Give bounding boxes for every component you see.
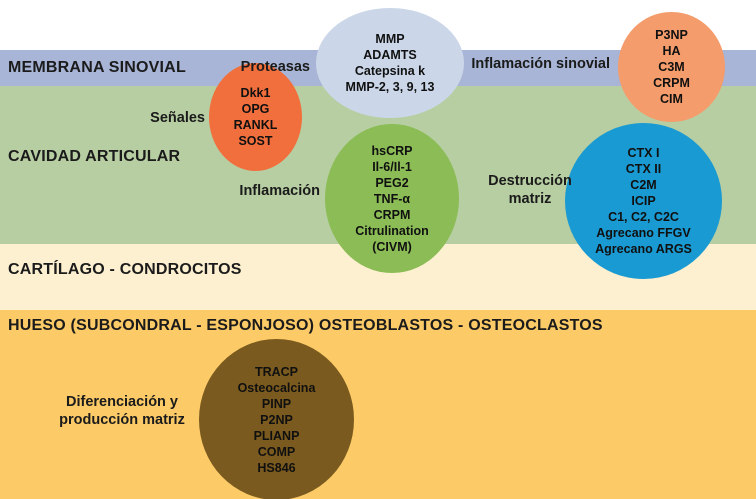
senales-bubble: Dkk1 OPG RANKL SOST (209, 63, 302, 171)
marker-item: ADAMTS (363, 48, 417, 62)
marker-item: Agrecano ARGS (595, 242, 692, 256)
marker-item: HS846 (257, 460, 296, 475)
proteasas-bubble: MMP ADAMTS Catepsina k MMP-2, 3, 9, 13 (316, 8, 464, 118)
marker-item: CIM (660, 92, 683, 106)
marker-item: TRACP (254, 364, 299, 379)
marker-item: CRPM (373, 207, 411, 222)
marker-item: Dkk1 (240, 86, 271, 100)
band-hueso (0, 310, 756, 499)
destruccion-matriz-bubble: CTX I CTX II C2M ICIP C1, C2, C2C Agreca… (565, 123, 722, 279)
diferenciacion-label: Diferenciación y producción matriz (59, 394, 185, 429)
marker-item: (CIVM) (372, 239, 412, 254)
marker-item: PLIANP (253, 428, 300, 443)
proteasas-label: Proteasas (240, 59, 310, 75)
marker-item: ICIP (631, 194, 656, 208)
marker-item: PEG2 (375, 175, 409, 190)
band-label-cavidad-articular: CAVIDAD ARTICULAR (8, 148, 181, 165)
band-label-cartilago-condrocitos: CARTÍLAGO - CONDROCITOS (8, 261, 242, 278)
marker-item: CTX II (625, 162, 662, 176)
inflamacion-sinovial-label: Inflamación sinovial (471, 56, 610, 72)
diferenciacion-bubble: TRACP Osteocalcina PINP P2NP PLIANP COMP… (199, 339, 354, 499)
marker-item: OPG (241, 102, 270, 116)
band-label-membrana-sinovial: MEMBRANA SINOVIAL (8, 59, 186, 76)
marker-item: hsCRP (371, 143, 413, 158)
marker-item: Osteocalcina (237, 380, 316, 395)
marker-item: C2M (630, 178, 657, 192)
marker-item: MMP-2, 3, 9, 13 (345, 80, 435, 94)
marker-item: COMP (257, 444, 296, 459)
marker-item: MMP (375, 32, 405, 46)
inflamacion-sinovial-bubble: P3NP HA C3M CRPM CIM (618, 12, 725, 122)
marker-item: Agrecano FFGV (596, 226, 691, 240)
marker-item: TNF-α (373, 191, 411, 206)
destruccion-matriz-label: Destrucción matriz (488, 173, 572, 208)
marker-item: PINP (261, 396, 292, 411)
marker-item: Citrulination (355, 223, 429, 238)
marker-item: CRPM (653, 76, 690, 90)
band-label-hueso: HUESO (SUBCONDRAL - ESPONJOSO) OSTEOBLAS… (8, 317, 603, 334)
marker-item: C3M (658, 60, 685, 74)
inflamacion-label: Inflamación (239, 183, 320, 199)
marker-item: Catepsina k (354, 64, 426, 78)
marker-item: HA (662, 44, 681, 58)
marker-item: RANKL (233, 118, 278, 132)
marker-item: CTX I (627, 146, 660, 160)
senales-label: Señales (150, 110, 205, 126)
marker-item: SOST (238, 134, 273, 148)
inflamacion-bubble: hsCRP Il-6/Il-1 PEG2 TNF-α CRPM Citrulin… (325, 124, 459, 273)
marker-item: P2NP (260, 412, 293, 427)
marker-item: C1, C2, C2C (608, 210, 679, 224)
marker-item: P3NP (655, 28, 688, 42)
marker-item: Il-6/Il-1 (372, 159, 412, 174)
